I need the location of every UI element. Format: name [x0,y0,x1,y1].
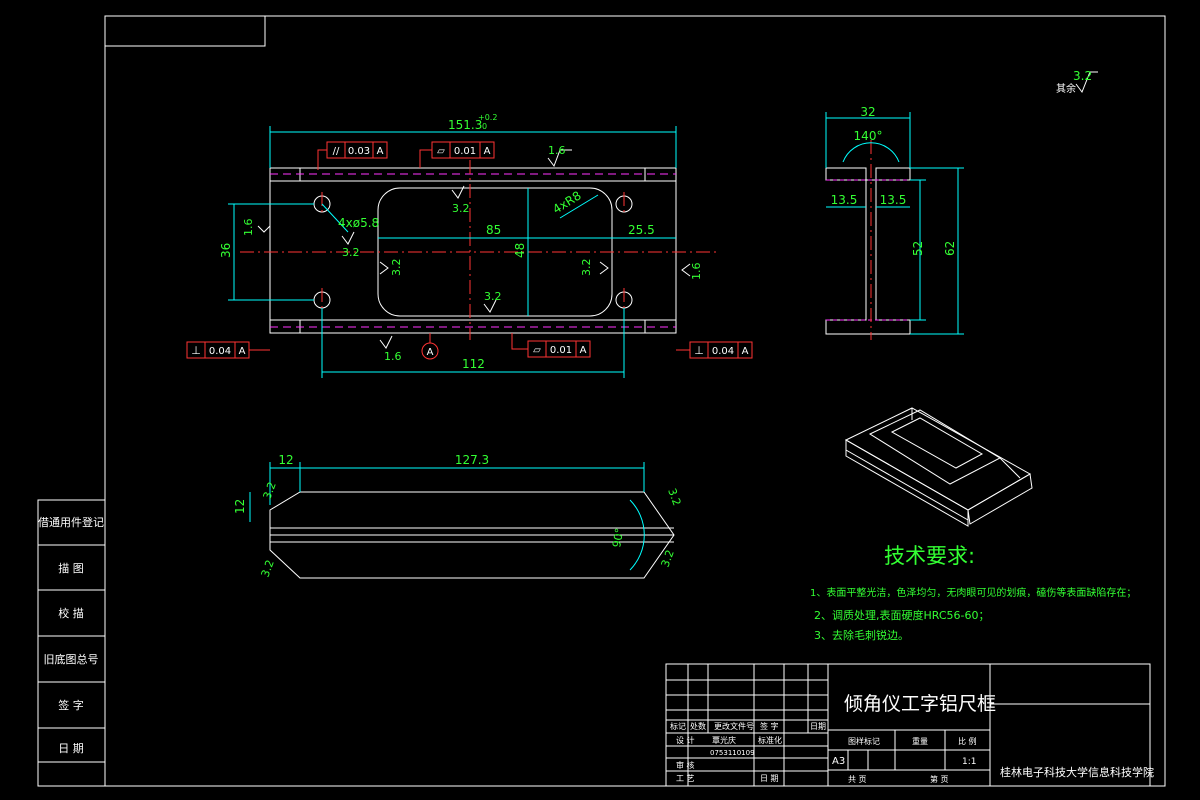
other-roughness-value: 3.2 [1073,69,1092,83]
label-date: 日期 [810,722,826,731]
school-name: 桂林电子科技大学信息科技学院 [1000,765,1154,779]
label-count: 处数 [690,721,706,731]
tol-4-datum: A [742,346,749,357]
dim-thickness: 12 [233,499,247,514]
label-page: 第 页 [930,774,949,784]
tolerance-frame-0: // 0.03 A [317,141,388,170]
roughness-2: 3.2 [342,246,360,259]
label-weight: 重量 [912,736,928,746]
tol-1-symbol: ▱ [437,146,445,157]
roughness-11: 3.2 [259,558,277,579]
side-label-1: 描 图 [58,561,84,575]
label-sign: 签 字 [760,721,779,731]
label-total: 共 页 [848,775,867,784]
tol-3-datum: A [239,346,246,357]
top-view: 151.3 +0.2 0 112 85 25.5 48 36 4xø5.8 4x… [186,113,753,378]
dim-corner-radius: 4xR8 [550,188,583,216]
dim-profile-width: 32 [860,105,875,119]
dim-overall-height: 62 [943,241,957,256]
side-label-3: 旧底图总号 [44,652,99,666]
tech-title: 技术要求: [884,544,975,568]
label-mark: 标记 [670,721,686,731]
roughness-8: 1.6 [690,263,703,281]
tol-4-value: 0.04 [712,346,734,357]
roughness-9: 3.2 [261,480,279,501]
tech-item-0: 1、表面平整光洁，色泽均匀，无肉眼可见的划痕，磕伤等表面缺陷存在； [810,586,1136,599]
label-design: 设 计 [676,735,695,745]
tech-item-2: 3、去除毛刺锐边。 [814,628,909,642]
roughness-0: 1.6 [548,144,566,157]
dim-tol-upper: +0.2 [478,113,497,122]
dim-holes: 4xø5.8 [338,216,379,230]
tol-2-symbol: ▱ [533,345,541,356]
label-scale: 比 例 [958,736,977,746]
label-drawing-mark: 图样标记 [848,736,880,746]
part-name: 倾角仪工字铝尺框 [844,693,996,715]
dim-hole-rows: 36 [219,243,233,258]
student-no: 0753110109 [710,749,755,757]
designer-name: 覃光庆 [712,735,736,745]
roughness-12: 3.2 [659,548,677,569]
tol-2-value: 0.01 [550,345,572,356]
dim-top-overall: 151.3 [448,118,482,132]
label-review: 审 核 [676,760,695,770]
side-label-5: 日 期 [58,742,84,755]
label-process: 工 艺 [676,774,695,783]
other-roughness: 其余 3.2 [1056,69,1098,95]
dim-bevel-angle: 90° [610,527,626,548]
scale-value: 1:1 [962,757,976,767]
tol-4-symbol: ⊥ [694,344,704,357]
tolerance-frame-3: ⊥ 0.04 A [186,341,270,359]
roughness-1: 3.2 [452,202,470,215]
tolerance-frame-1: ▱ 0.01 A [419,141,495,168]
datum-label: A [427,347,434,358]
roughness-7: 1.6 [384,350,402,363]
tol-0-value: 0.03 [348,146,370,157]
dim-bevel-length: 12 [278,453,293,467]
roughness-4: 3.2 [484,290,502,303]
front-view: 12 127.3 12 90° 3.2 3.2 3.2 3.2 [233,453,683,579]
roughness-5: 3.2 [580,259,593,277]
label-change-doc: 更改文件号 [714,721,754,731]
dim-edge-window: 25.5 [628,223,655,237]
drawing-frame [104,15,1166,787]
other-label: 其余 [1056,82,1076,95]
tol-3-value: 0.04 [209,346,231,357]
tol-3-symbol: ⊥ [191,344,201,357]
isometric-view [844,407,1033,527]
dim-profile-angle: 140° [854,129,883,143]
dim-flange-left: 13.5 [831,193,858,207]
dim-hole-pitch: 112 [462,357,485,371]
label-standardization: 标准化 [758,735,782,745]
side-label-2: 校 描 [58,606,84,620]
dim-main-length: 127.3 [455,453,489,467]
side-label-4: 签 字 [58,698,84,712]
title-block: 倾角仪工字铝尺框 桂林电子科技大学信息科技学院 标记 处数 更改文件号 签 字 … [665,663,1154,787]
tol-2-datum: A [580,345,587,356]
tech-item-1: 2、调质处理,表面硬度HRC56-60； [814,608,990,622]
tol-1-value: 0.01 [454,146,476,157]
sheet-size: A3 [832,756,845,767]
tol-0-symbol: // [333,146,340,157]
tol-1-datum: A [484,146,491,157]
roughness-6: 1.6 [242,219,255,237]
dim-inner-height: 52 [911,241,925,256]
tolerance-frame-4: ⊥ 0.04 A [676,341,753,359]
dim-window-width: 85 [486,223,501,237]
side-label-table: 借通用件登记 描 图 校 描 旧底图总号 签 字 日 期 [37,499,106,787]
tech-requirements: 技术要求: 1、表面平整光洁，色泽均匀，无肉眼可见的划痕，磕伤等表面缺陷存在； … [810,544,1136,642]
dim-window-height: 48 [513,243,527,258]
profile-view: 32 140° 13.5 13.5 52 62 [825,105,964,340]
dim-flange-right: 13.5 [880,193,907,207]
label-approve: 日 期 [760,774,779,783]
dim-tol-lower: 0 [482,122,487,131]
tolerance-frame-2: ▱ 0.01 A [511,333,591,358]
roughness-10: 3.2 [665,487,683,508]
side-label-0: 借通用件登记 [38,515,104,529]
roughness-3: 3.2 [390,259,403,277]
tol-0-datum: A [377,146,384,157]
